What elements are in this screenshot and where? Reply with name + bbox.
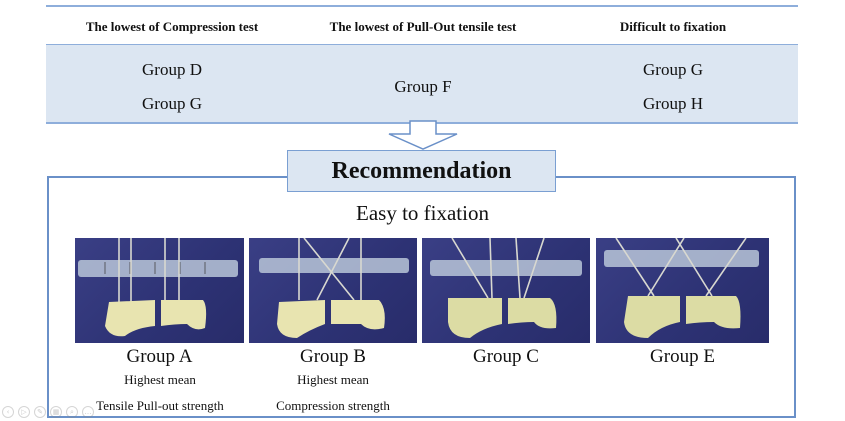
slideshow-controls: ‹ ▷ ✎ ▦ ⌕ … [2,406,94,418]
cell-compression-2: Group G [142,94,202,113]
header-difficult: Difficult to fixation [619,19,727,34]
group-c-label: Group C [473,346,539,367]
pen-icon[interactable]: ✎ [34,406,46,418]
play-icon[interactable]: ▷ [18,406,30,418]
group-b-note-highest: Highest mean [297,372,369,387]
slides-icon[interactable]: ▦ [50,406,62,418]
header-compression: The lowest of Compression test [85,19,259,34]
group-a-note-highest: Highest mean [124,372,196,387]
prev-icon[interactable]: ‹ [2,406,14,418]
group-b-note-strength: Compression strength [276,398,390,413]
cell-compression-1: Group D [142,60,202,79]
cell-difficult-2: Group H [643,94,703,113]
easy-to-fixation-label: Easy to fixation [356,201,489,225]
header-pullout: The lowest of Pull-Out tensile test [329,19,517,34]
group-e-label: Group E [650,346,715,367]
table-top-rule [46,5,798,7]
photo-group-c [422,238,590,343]
photo-group-a [75,238,244,343]
group-b-label: Group B [300,346,366,367]
photo-group-b [249,238,417,343]
more-icon[interactable]: … [82,406,94,418]
group-a-note-strength: Tensile Pull-out strength [96,398,224,413]
cell-pullout-1: Group F [394,77,452,96]
cell-difficult-1: Group G [643,60,703,79]
table-body-band [46,45,798,122]
group-a-label: Group A [126,346,193,367]
down-arrow-icon [388,120,458,150]
recommendation-title: Recommendation [287,150,556,192]
photo-group-e [596,238,769,343]
zoom-icon[interactable]: ⌕ [66,406,78,418]
